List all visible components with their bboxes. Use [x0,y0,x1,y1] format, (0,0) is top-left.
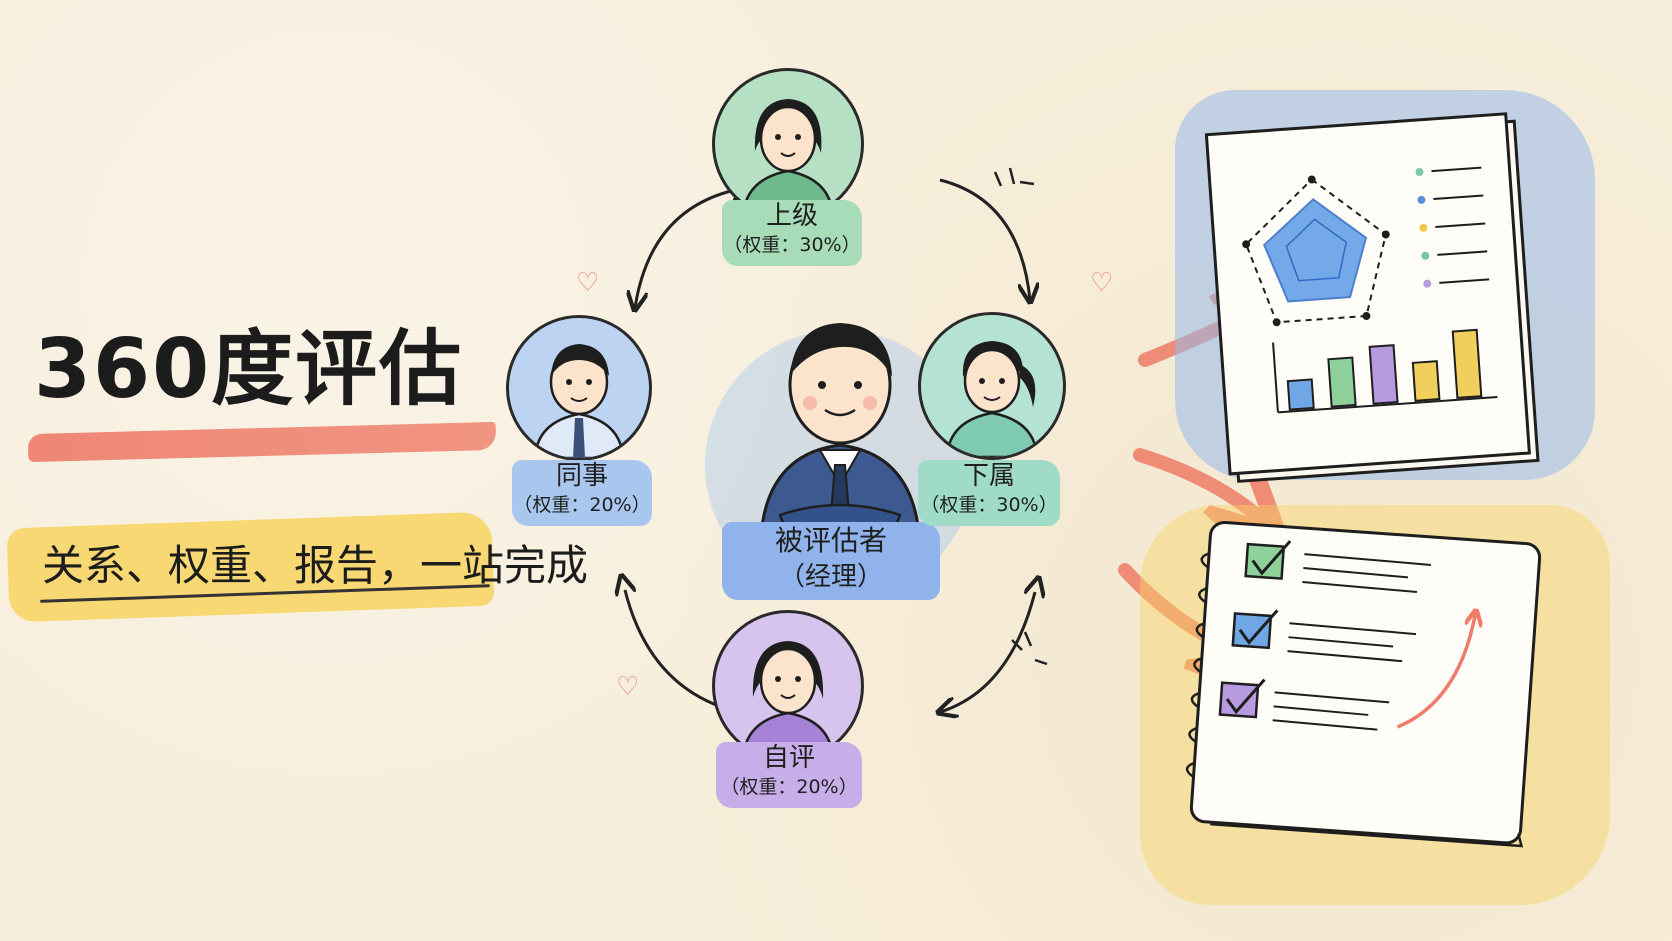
page-title: 360度评估 [34,322,464,417]
legend-dot [1421,251,1430,260]
radar-chart-icon [1242,175,1390,327]
bar-chart-icon [1286,328,1483,411]
checklist-document [1185,520,1542,848]
legend-dot [1415,167,1424,176]
arrow-superior-peer [635,190,735,308]
legend-line [1437,250,1488,256]
peer-label: 同事 （权重：20%） [512,460,652,526]
superior-avatar [712,68,864,220]
heart-icon: ♡ [576,268,600,298]
radar-report-document [1204,112,1540,483]
subordinate-avatar [918,312,1066,460]
legend-dot [1419,223,1428,232]
report-bar [1411,360,1441,402]
subtitle: 关系、权重、报告，一站完成 [42,541,589,590]
report-bar [1286,378,1315,411]
superior-label: 上级 （权重：30%） [722,200,862,266]
spiral-binding [1185,552,1210,778]
center-label: 被评估者 （经理） [722,522,940,600]
arrow-superior-subordinate [939,178,1030,300]
report-bar [1327,356,1357,408]
legend-line [1435,222,1486,228]
report-bar [1451,328,1483,399]
legend-dot [1417,195,1426,204]
legend-lines [1415,166,1490,288]
self-label: 自评 （权重：20%） [716,742,862,808]
heart-icon: ♡ [1090,268,1114,298]
peer-avatar [506,315,652,461]
report-bar [1368,344,1399,405]
subordinate-label: 下属 （权重：30%） [918,460,1060,526]
legend-line [1431,166,1482,173]
arrow-subordinate-self [940,592,1035,712]
trend-arrow-icon [1396,607,1475,729]
self-avatar [712,610,864,762]
legend-dot [1423,279,1432,288]
heart-icon: ♡ [616,672,640,702]
checklist-icon [1218,540,1292,719]
arrow-to-report-mid [1133,448,1268,525]
legend-line [1439,278,1490,284]
legend-line [1433,194,1484,201]
